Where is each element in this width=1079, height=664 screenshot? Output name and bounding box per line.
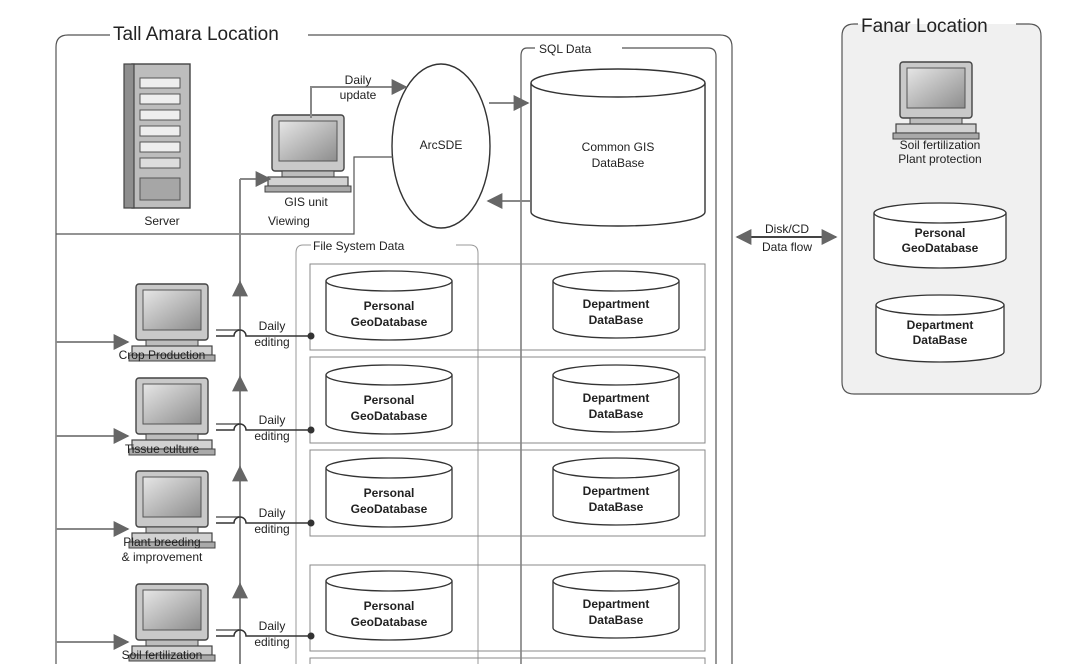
- sql-data-border-left: [520, 47, 535, 664]
- connector-dot: [307, 632, 315, 640]
- daily-update-connector: [310, 79, 408, 118]
- fanar-personal-label-line2: GeoDatabase: [902, 241, 979, 255]
- tall-amara-border-right: [308, 34, 733, 664]
- file-system-border-right: [456, 244, 479, 664]
- department-database-icon: [552, 457, 680, 526]
- tall-amara-border-left: [55, 34, 110, 664]
- daily-update-label-line1: Daily: [345, 73, 372, 87]
- department-database-label: DataBase: [589, 313, 644, 327]
- department-label: Plant breeding: [123, 535, 200, 549]
- daily-editing-label: editing: [254, 635, 289, 649]
- department-label: Soil fertilization: [122, 648, 203, 662]
- daily-editing-connector: [216, 423, 311, 431]
- arcsde-node: [391, 63, 491, 229]
- department-row-box: [309, 356, 706, 444]
- disk-cd-label-line2: Data flow: [762, 240, 812, 254]
- tall-amara-title: Tall Amara Location: [113, 24, 279, 45]
- daily-editing-label: Daily: [259, 319, 286, 333]
- daily-editing-connector: [216, 629, 311, 637]
- department-database-label: DataBase: [589, 613, 644, 627]
- server-label: Server: [144, 214, 179, 228]
- personal-geodatabase-label: Personal: [364, 486, 415, 500]
- department-row-box: [309, 449, 706, 537]
- department-row: Crop Production Daily editing PersonalGeoDa…: [56, 270, 680, 362]
- personal-geodatabase-icon: [325, 364, 453, 435]
- department-row: Tissue culture Daily editing PersonalGeoDat…: [56, 364, 680, 456]
- daily-editing-label: editing: [254, 429, 289, 443]
- common-gis-database-icon: [530, 68, 706, 227]
- personal-geodatabase-icon: [325, 570, 453, 641]
- personal-geodatabase-icon: [325, 457, 453, 528]
- department-rows: Crop ProductionDailyeditingPersonalGeoDa…: [56, 270, 680, 662]
- department-database-icon: [552, 270, 680, 339]
- department-database-icon: [552, 364, 680, 433]
- connector-dot: [307, 426, 315, 434]
- fanar-pc-label-line1: Soil fertilization: [900, 138, 981, 152]
- fanar-computer-icon: [892, 61, 980, 140]
- daily-editing-connector: [216, 329, 311, 337]
- arcsde-label: ArcSDE: [420, 138, 463, 152]
- department-label: Tissue culture: [125, 442, 200, 456]
- personal-geodatabase-label: GeoDatabase: [351, 615, 428, 629]
- sql-data-title: SQL Data: [539, 42, 592, 56]
- gis-unit-label: GIS unit: [284, 195, 328, 209]
- department-database-label: Department: [583, 597, 650, 611]
- department-database-label: Department: [583, 484, 650, 498]
- file-system-title: File System Data: [313, 239, 405, 253]
- daily-editing-label: Daily: [259, 506, 286, 520]
- common-gis-label-line1: Common GIS: [582, 140, 655, 154]
- gis-unit-computer-icon: [264, 114, 352, 193]
- fanar-department-label-line2: DataBase: [913, 333, 968, 347]
- personal-geodatabase-icon: [325, 270, 453, 341]
- daily-editing-label: editing: [254, 522, 289, 536]
- department-database-label: Department: [583, 391, 650, 405]
- viewing-connector: [56, 156, 393, 235]
- common-gis-label-line2: DataBase: [592, 156, 645, 170]
- server-icon: [123, 63, 191, 209]
- department-label: & improvement: [122, 550, 203, 564]
- fanar-title: Fanar Location: [861, 16, 988, 37]
- connector-dot: [307, 332, 315, 340]
- disk-cd-label-line1: Disk/CD: [765, 222, 809, 236]
- file-system-border-left: [295, 244, 311, 664]
- personal-geodatabase-label: GeoDatabase: [351, 502, 428, 516]
- department-row: Plant breeding& improvement Daily editing P…: [56, 457, 680, 564]
- viewing-label: Viewing: [268, 214, 310, 228]
- department-database-label: Department: [583, 297, 650, 311]
- department-row-box-partial: [309, 657, 706, 664]
- department-row-box: [309, 564, 706, 652]
- fanar-department-label-line1: Department: [907, 318, 974, 332]
- department-row: Soil fertilization Daily editing PersonalGe…: [56, 570, 680, 662]
- fanar-personal-label-line1: Personal: [915, 226, 966, 240]
- fanar-personal-geodatabase-icon: [873, 202, 1007, 269]
- daily-editing-connector: [216, 516, 311, 524]
- personal-geodatabase-label: GeoDatabase: [351, 409, 428, 423]
- daily-update-label-line2: update: [340, 88, 377, 102]
- department-label: Crop Production: [119, 348, 206, 362]
- department-database-label: DataBase: [589, 407, 644, 421]
- department-database-icon: [552, 570, 680, 639]
- department-row-box: [309, 263, 706, 351]
- connector-dot: [307, 519, 315, 527]
- sql-data-border-right: [622, 47, 717, 664]
- daily-editing-label: Daily: [259, 413, 286, 427]
- personal-geodatabase-label: GeoDatabase: [351, 315, 428, 329]
- fanar-department-database-icon: [875, 294, 1005, 363]
- daily-editing-label: Daily: [259, 619, 286, 633]
- personal-geodatabase-label: Personal: [364, 393, 415, 407]
- daily-editing-label: editing: [254, 335, 289, 349]
- personal-geodatabase-label: Personal: [364, 299, 415, 313]
- department-database-label: DataBase: [589, 500, 644, 514]
- fanar-pc-label-line2: Plant protection: [898, 152, 981, 166]
- personal-geodatabase-label: Personal: [364, 599, 415, 613]
